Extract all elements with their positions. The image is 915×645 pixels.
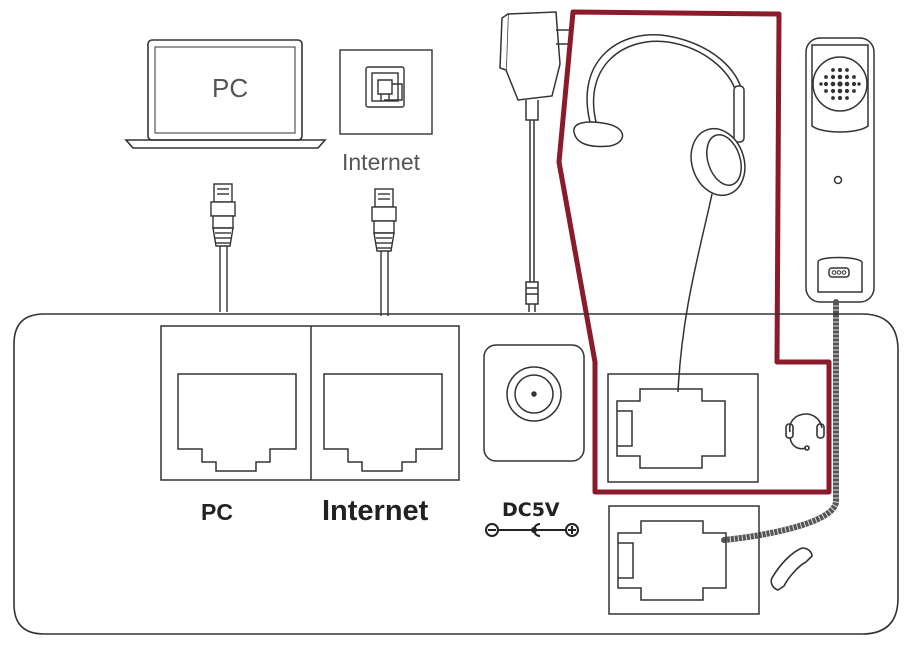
pc-ethernet-cable [210, 183, 236, 312]
headset-port-frame [607, 373, 759, 483]
cord-coil [824, 511, 829, 518]
cord-coil [729, 536, 732, 543]
cord-coil [803, 521, 807, 528]
cord-coil [830, 506, 836, 512]
pc-port-label: PC [201, 499, 233, 525]
cord-coil [733, 535, 736, 542]
cord-coil [761, 531, 764, 538]
wall-jack-icon [339, 49, 433, 135]
handset-port [617, 520, 727, 601]
pc-device-label: PC [212, 73, 248, 103]
headset-port-icon [785, 413, 825, 451]
handset-speaker-grille [819, 67, 861, 101]
ethernet-port-block [160, 325, 460, 481]
cord-coil [827, 509, 833, 515]
cord-coil [817, 515, 822, 522]
internet-ethernet-cable [371, 188, 397, 316]
polarity-symbol [485, 523, 579, 537]
headset-icon [573, 34, 746, 393]
cord-coil [831, 503, 838, 508]
headset-highlight-outline [556, 9, 832, 495]
cord-coil [772, 529, 775, 536]
internet-port [323, 373, 443, 472]
cord-coil [749, 533, 752, 540]
cord-coil [780, 527, 783, 534]
laptop-icon [124, 39, 327, 149]
cord-coil [753, 532, 756, 540]
cord-coil [776, 528, 779, 535]
power-port-label: DC5V [502, 499, 560, 521]
handset-coiled-cord [721, 299, 840, 543]
power-jack [483, 344, 585, 462]
cord-coil [788, 525, 791, 532]
cord-coil [821, 513, 826, 520]
handset-port-icon [770, 547, 813, 591]
internet-port-label: Internet [322, 495, 429, 527]
handset-port-frame [608, 505, 760, 615]
handset-icon [805, 37, 875, 303]
power-adapter-icon [499, 11, 572, 312]
cord-coil [768, 530, 772, 537]
internet-device-label: Internet [342, 149, 421, 175]
cord-coil [799, 522, 803, 529]
headset-port [616, 388, 726, 469]
cord-coil [832, 501, 840, 503]
cord-coil [745, 534, 748, 541]
cord-coil [795, 523, 799, 530]
cord-coil [792, 524, 795, 531]
pc-port [177, 373, 297, 472]
cord-coil [741, 534, 744, 541]
cord-coil [810, 518, 814, 525]
cord-coil [737, 535, 740, 542]
cord-coil [784, 526, 787, 533]
cord-coil [814, 517, 818, 523]
phone-base-outline [13, 313, 899, 635]
cord-coil [764, 530, 768, 537]
cord-coil [807, 519, 811, 526]
